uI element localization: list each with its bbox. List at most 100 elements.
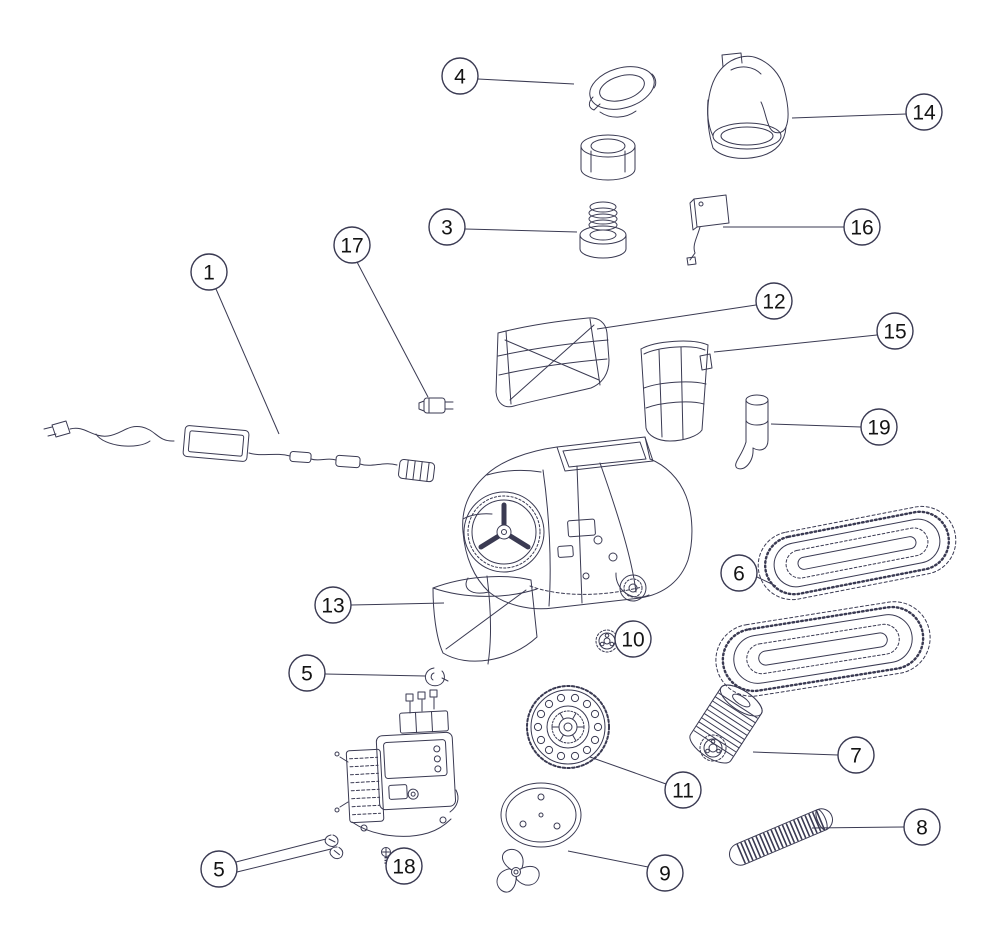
callout-number: 18 — [392, 855, 415, 878]
leader-line-6 — [756, 576, 777, 587]
leader-line-3 — [464, 228, 578, 233]
leader-line-9 — [567, 850, 649, 868]
handle-grip-drawing — [735, 394, 769, 470]
callout-number: 9 — [659, 862, 671, 885]
callout-7: 7 — [837, 736, 875, 774]
callout-8: 8 — [903, 808, 941, 846]
callout-balloon — [664, 771, 702, 809]
track-belt-drawing — [715, 505, 957, 697]
callout-number: 5 — [213, 858, 225, 881]
callout-balloon — [905, 93, 943, 131]
callout-number: 11 — [672, 779, 694, 802]
leader-line-1 — [215, 288, 280, 435]
callout-balloon — [755, 282, 793, 320]
callout-10: 10 — [614, 620, 652, 658]
callout-6: 6 — [720, 554, 758, 592]
swivel-coupling-drawing — [579, 201, 627, 259]
clip-fastener-drawing — [424, 667, 449, 687]
callout-number: 3 — [441, 216, 453, 239]
plug-adapter-drawing — [418, 397, 454, 414]
clip-fastener-small-drawing — [324, 834, 344, 860]
callout-number: 6 — [733, 562, 745, 585]
propeller-drawing — [496, 848, 540, 893]
callout-balloon — [837, 736, 875, 774]
callout-4: 4 — [441, 57, 479, 95]
callout-number: 10 — [621, 628, 644, 651]
callout-14: 14 — [905, 93, 943, 131]
callout-number: 7 — [850, 744, 862, 767]
scrubber-brush-drawing — [729, 808, 833, 866]
handle-ring-drawing — [580, 134, 636, 181]
filter-basket-drawing — [640, 340, 713, 442]
parts-layer — [43, 52, 957, 893]
callout-number: 19 — [867, 416, 890, 439]
leader-line-5 — [324, 673, 426, 677]
callout-balloon — [860, 408, 898, 446]
leader-line-13 — [350, 602, 445, 606]
leader-line-7 — [752, 751, 839, 756]
callout-balloon — [385, 847, 423, 885]
motor-unit-drawing — [334, 689, 459, 837]
leader-line-17 — [356, 261, 429, 398]
callout-12: 12 — [755, 282, 793, 320]
callout-balloon — [843, 208, 881, 246]
callout-balloon — [200, 850, 238, 888]
handle-cap-drawing — [588, 66, 657, 118]
callout-balloon — [314, 586, 352, 624]
leader-line-4 — [477, 78, 575, 85]
callout-balloon — [441, 57, 479, 95]
callouts-layer: 4 14 3 16 17 1 12 15 19 6 13 10 5 7 11 8 9 5 18 — [190, 57, 943, 892]
leader-line-11 — [589, 756, 667, 785]
callout-number: 17 — [340, 234, 363, 257]
callout-balloon — [190, 253, 228, 291]
callout-19: 19 — [860, 408, 898, 446]
callout-balloon — [614, 620, 652, 658]
callout-number: 14 — [912, 101, 936, 124]
callout-number: 4 — [454, 65, 466, 88]
leader-line-5 — [235, 838, 327, 863]
callout-9: 9 — [646, 854, 684, 892]
leader-line-8 — [811, 826, 905, 829]
callout-11: 11 — [664, 771, 702, 809]
callout-13: 13 — [314, 586, 352, 624]
leader-line-12 — [596, 304, 757, 330]
callout-5: 5 — [200, 850, 238, 888]
callout-15: 15 — [876, 312, 914, 350]
callout-balloon — [288, 654, 326, 692]
roller-gear-drawing — [699, 734, 727, 762]
callout-balloon — [646, 854, 684, 892]
side-panel-drawing — [432, 575, 538, 665]
leader-line-19 — [770, 423, 862, 428]
callout-number: 5 — [301, 662, 313, 685]
callout-5: 5 — [288, 654, 326, 692]
brush-roller-drawing — [689, 684, 763, 764]
leader-line-15 — [713, 334, 878, 353]
leader-line-14 — [791, 113, 907, 119]
callout-number: 13 — [321, 594, 344, 617]
leader-lines-layer — [215, 78, 907, 873]
callout-number: 8 — [916, 816, 928, 839]
top-cover-drawing — [707, 52, 789, 159]
callout-balloon — [720, 554, 758, 592]
callout-17: 17 — [333, 226, 371, 264]
leader-line-5 — [236, 848, 332, 873]
callout-18: 18 — [385, 847, 423, 885]
callout-3: 3 — [428, 208, 466, 246]
callout-number: 1 — [203, 261, 215, 284]
main-body-drawing — [462, 436, 693, 610]
callout-balloon — [876, 312, 914, 350]
callout-number: 16 — [850, 216, 873, 239]
sensor-module-drawing — [686, 194, 730, 266]
bottom-plate-drawing — [500, 782, 582, 848]
callout-balloon — [333, 226, 371, 264]
callout-1: 1 — [190, 253, 228, 291]
power-supply-cord-drawing — [43, 420, 436, 483]
callout-balloon — [428, 208, 466, 246]
impeller-wheel-drawing — [526, 685, 610, 769]
callout-balloon — [903, 808, 941, 846]
callout-number: 12 — [762, 290, 785, 313]
filter-panel-drawing — [495, 317, 610, 408]
callout-number: 15 — [883, 320, 906, 343]
